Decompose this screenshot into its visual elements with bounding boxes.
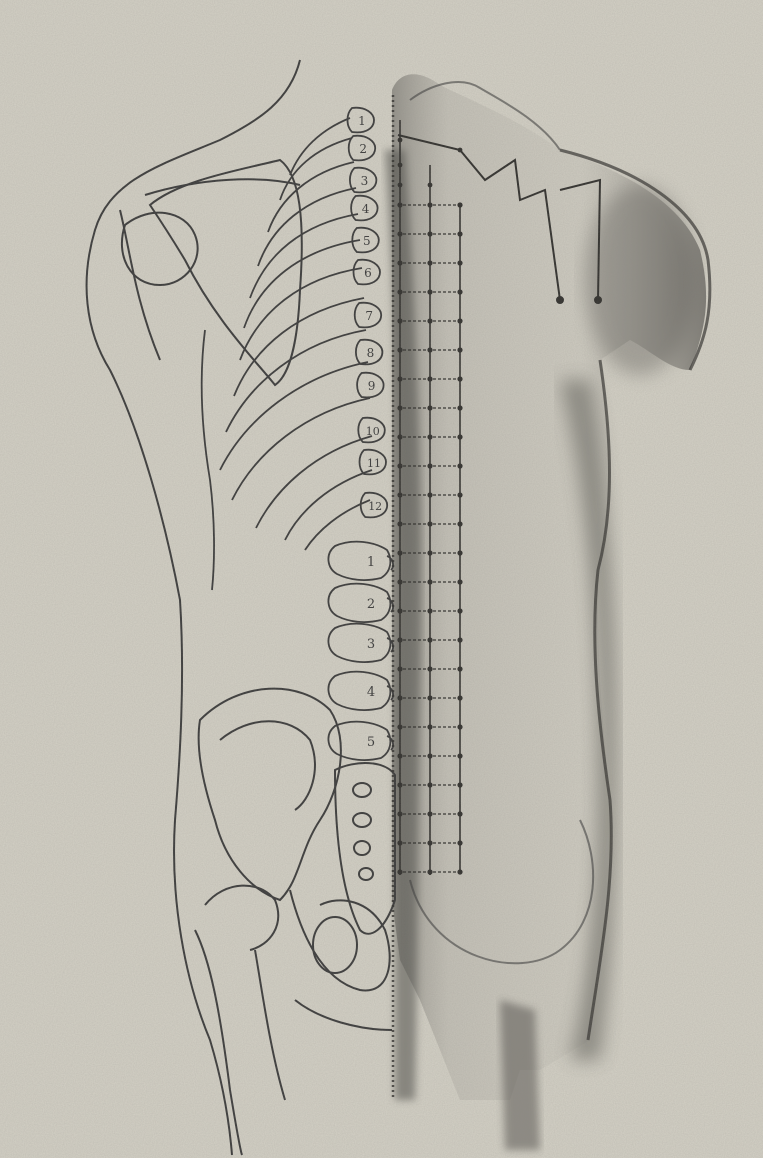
- anatomical-illustration: 12345678910111212345: [0, 0, 763, 1158]
- paper-grain: [0, 0, 763, 1158]
